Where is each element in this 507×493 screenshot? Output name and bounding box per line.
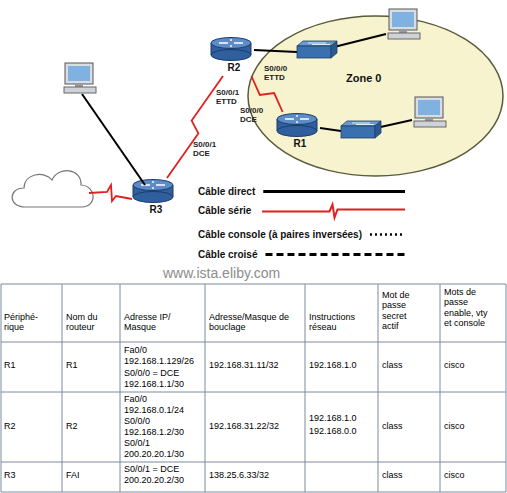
router-node: R2 [208, 36, 260, 76]
table-cell: R3 [4, 470, 16, 480]
switch-icon [297, 41, 337, 58]
table-cell: 200.20.20.2/30 [124, 475, 184, 485]
table-cell: class [382, 360, 403, 370]
legend-solid-sample [263, 190, 405, 193]
cloud [12, 171, 93, 207]
table-cell: R2 [4, 421, 16, 431]
table-cell: S0/0/1 [124, 438, 150, 448]
table-cell: cisco [444, 421, 465, 431]
table-header: Instructions réseau [309, 312, 371, 333]
table-cell: S0/0/1 = DCE [124, 464, 179, 474]
table-cell: S0/0/0 [124, 416, 150, 426]
table-cell: 138.25.6.33/32 [209, 470, 269, 480]
table-cell: 192.168.0.1/24 [124, 405, 184, 415]
interface-label: S0/0/0 DCE [240, 106, 268, 124]
zone-outline [246, 14, 505, 178]
zone-label: Zone 0 [346, 72, 381, 84]
table-cell: 192.168.1.0 [309, 413, 357, 423]
table-cell: class [382, 470, 403, 480]
legend-text: Câble croisé [198, 249, 257, 260]
interface-label: S0/0/1 DCE [193, 140, 223, 158]
router-name: R3 [130, 204, 182, 215]
interface-label: S0/0/0 ETTD [264, 64, 296, 82]
table-cell: S0/0/0 = DCE [124, 368, 179, 378]
serial-cable [89, 185, 132, 201]
serial-link [167, 76, 223, 178]
legend-text: Câble direct [198, 186, 255, 197]
table-cell: 192.168.1.2/30 [124, 427, 184, 437]
pc-icon [64, 63, 96, 93]
router-node: R1 [274, 112, 326, 152]
table-cell: 192.168.0.0 [309, 426, 357, 436]
zone-area: Zone 0 R1 [246, 14, 505, 178]
legend-dashed-sample [265, 253, 405, 256]
table-header: Mots de passe enable, vty et console [444, 287, 488, 328]
table-cell: 192.168.31.11/32 [209, 360, 278, 370]
watermark: www.ista.eliby.com [163, 265, 280, 281]
table-cell: R1 [4, 360, 16, 370]
table-header: Adresse/Masque de bouclage [209, 312, 301, 333]
table-cell: 192.168.31.22/32 [209, 421, 279, 431]
table-cell: 192.168.1.129/26 [124, 356, 194, 366]
router-node: R3 [130, 178, 182, 218]
table-cell: 192.168.1.1/30 [124, 379, 184, 389]
table-header: Périphé- rique [4, 312, 49, 333]
pc-icon [414, 97, 446, 127]
table-cell: cisco [444, 470, 465, 480]
legend-text: Câble série [198, 205, 251, 216]
table-header: Mot de passe secret actif [382, 290, 420, 331]
router-name: R2 [208, 62, 260, 73]
switch-icon [341, 121, 381, 138]
table-cell: R1 [66, 360, 78, 370]
table-cell: cisco [444, 360, 465, 370]
straight-cables [82, 34, 412, 185]
router-name: R1 [274, 138, 326, 149]
table-cell: FAI [66, 470, 80, 480]
table-cell: class [382, 421, 403, 431]
legend-dotted-sample [370, 233, 405, 236]
table-cell: Fa0/0 [124, 345, 147, 355]
table-lines [1, 284, 506, 492]
pc-icon [388, 9, 420, 39]
table-cell: 192.168.1.0 [309, 360, 357, 370]
legend-text: Câble console (à paires inversées) [198, 229, 362, 240]
interface-label: S0/0/1 ETTD [216, 88, 248, 106]
table-cell: Fa0/0 [124, 394, 147, 404]
table-cell: 200.20.20.1/30 [124, 449, 184, 459]
table-header: Adresse IP/ Masque [124, 312, 182, 333]
table-header: Nom du routeur [66, 312, 111, 333]
legend-serial-sample [262, 205, 405, 218]
table-cell: R2 [66, 421, 78, 431]
